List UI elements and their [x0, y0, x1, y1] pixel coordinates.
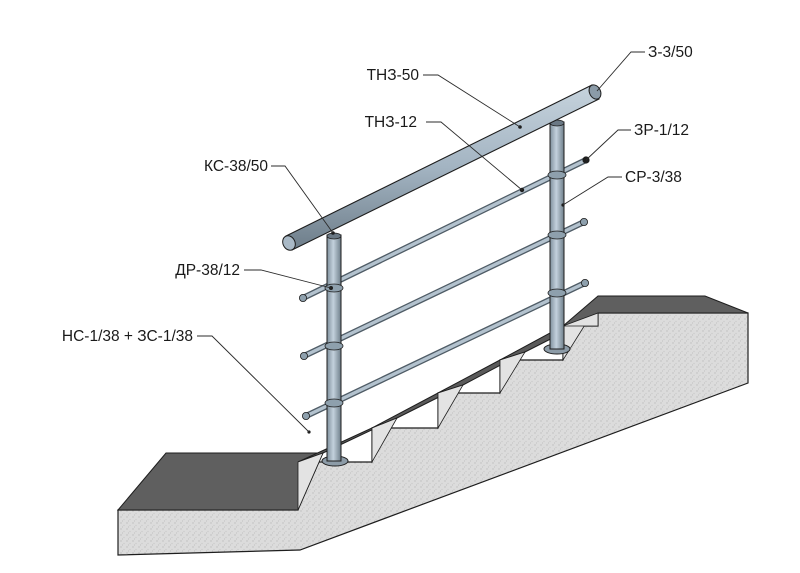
- labels: З-3/50 ТНЗ-50 ТНЗ-12 ЗР-1/12 КС-38/50 СР…: [62, 44, 693, 345]
- rail-end-cap: [581, 278, 590, 287]
- rail-end-cap: [580, 217, 589, 226]
- leader-base-flange: [197, 335, 310, 433]
- rail-holders: [324, 170, 567, 408]
- bottom-landing-top: [116, 452, 324, 511]
- rail-middle-inner: [302, 220, 586, 358]
- leader-connector-handrail: [271, 165, 334, 234]
- rail-end-cap: [301, 411, 310, 420]
- rail-holder: [324, 341, 344, 351]
- handrail-end-left: [282, 235, 296, 251]
- label-base-flange: НС-1/38 + ЗС-1/38: [62, 328, 193, 345]
- rail-holder: [547, 288, 567, 298]
- leader-end-cap-rail: [585, 129, 631, 161]
- leader-rail-holder: [244, 269, 332, 289]
- label-post-holder: СР-3/38: [625, 169, 682, 186]
- leader-cap: [596, 51, 645, 92]
- rail-holder: [324, 283, 344, 293]
- label-cap: З-3/50: [648, 44, 693, 61]
- handrail-end-cap: [588, 84, 602, 100]
- riser-4: [499, 351, 526, 395]
- railing: [282, 84, 602, 467]
- leader-handrail-tube: [423, 74, 521, 128]
- staircase: [116, 295, 749, 556]
- leader-rail-tube: [426, 121, 523, 191]
- rail-holder: [324, 398, 344, 408]
- rail-bottom-inner: [304, 281, 587, 418]
- label-rail-holder: ДР-38/12: [175, 262, 240, 279]
- stair-front-face: [117, 312, 749, 556]
- label-handrail-tube: ТНЗ-50: [367, 67, 420, 84]
- label-connector-handrail: КС-38/50: [204, 158, 268, 175]
- rail-end-caps: [298, 156, 590, 420]
- label-rail-tube: ТНЗ-12: [365, 114, 417, 131]
- riser-3: [437, 384, 464, 430]
- leader-post-holder: [562, 176, 622, 206]
- label-end-cap-rail: ЗР-1/12: [634, 122, 689, 139]
- rails: [300, 157, 589, 419]
- rail-end-cap: [299, 351, 308, 360]
- rail-holder: [547, 230, 567, 240]
- leader-lines: [197, 51, 645, 433]
- rail-end-cap: [298, 293, 307, 302]
- riser-1: [297, 452, 324, 511]
- rail-top-inner: [301, 158, 588, 300]
- rail-holder: [547, 170, 567, 180]
- top-landing-front: [562, 312, 599, 327]
- riser-2: [371, 417, 398, 464]
